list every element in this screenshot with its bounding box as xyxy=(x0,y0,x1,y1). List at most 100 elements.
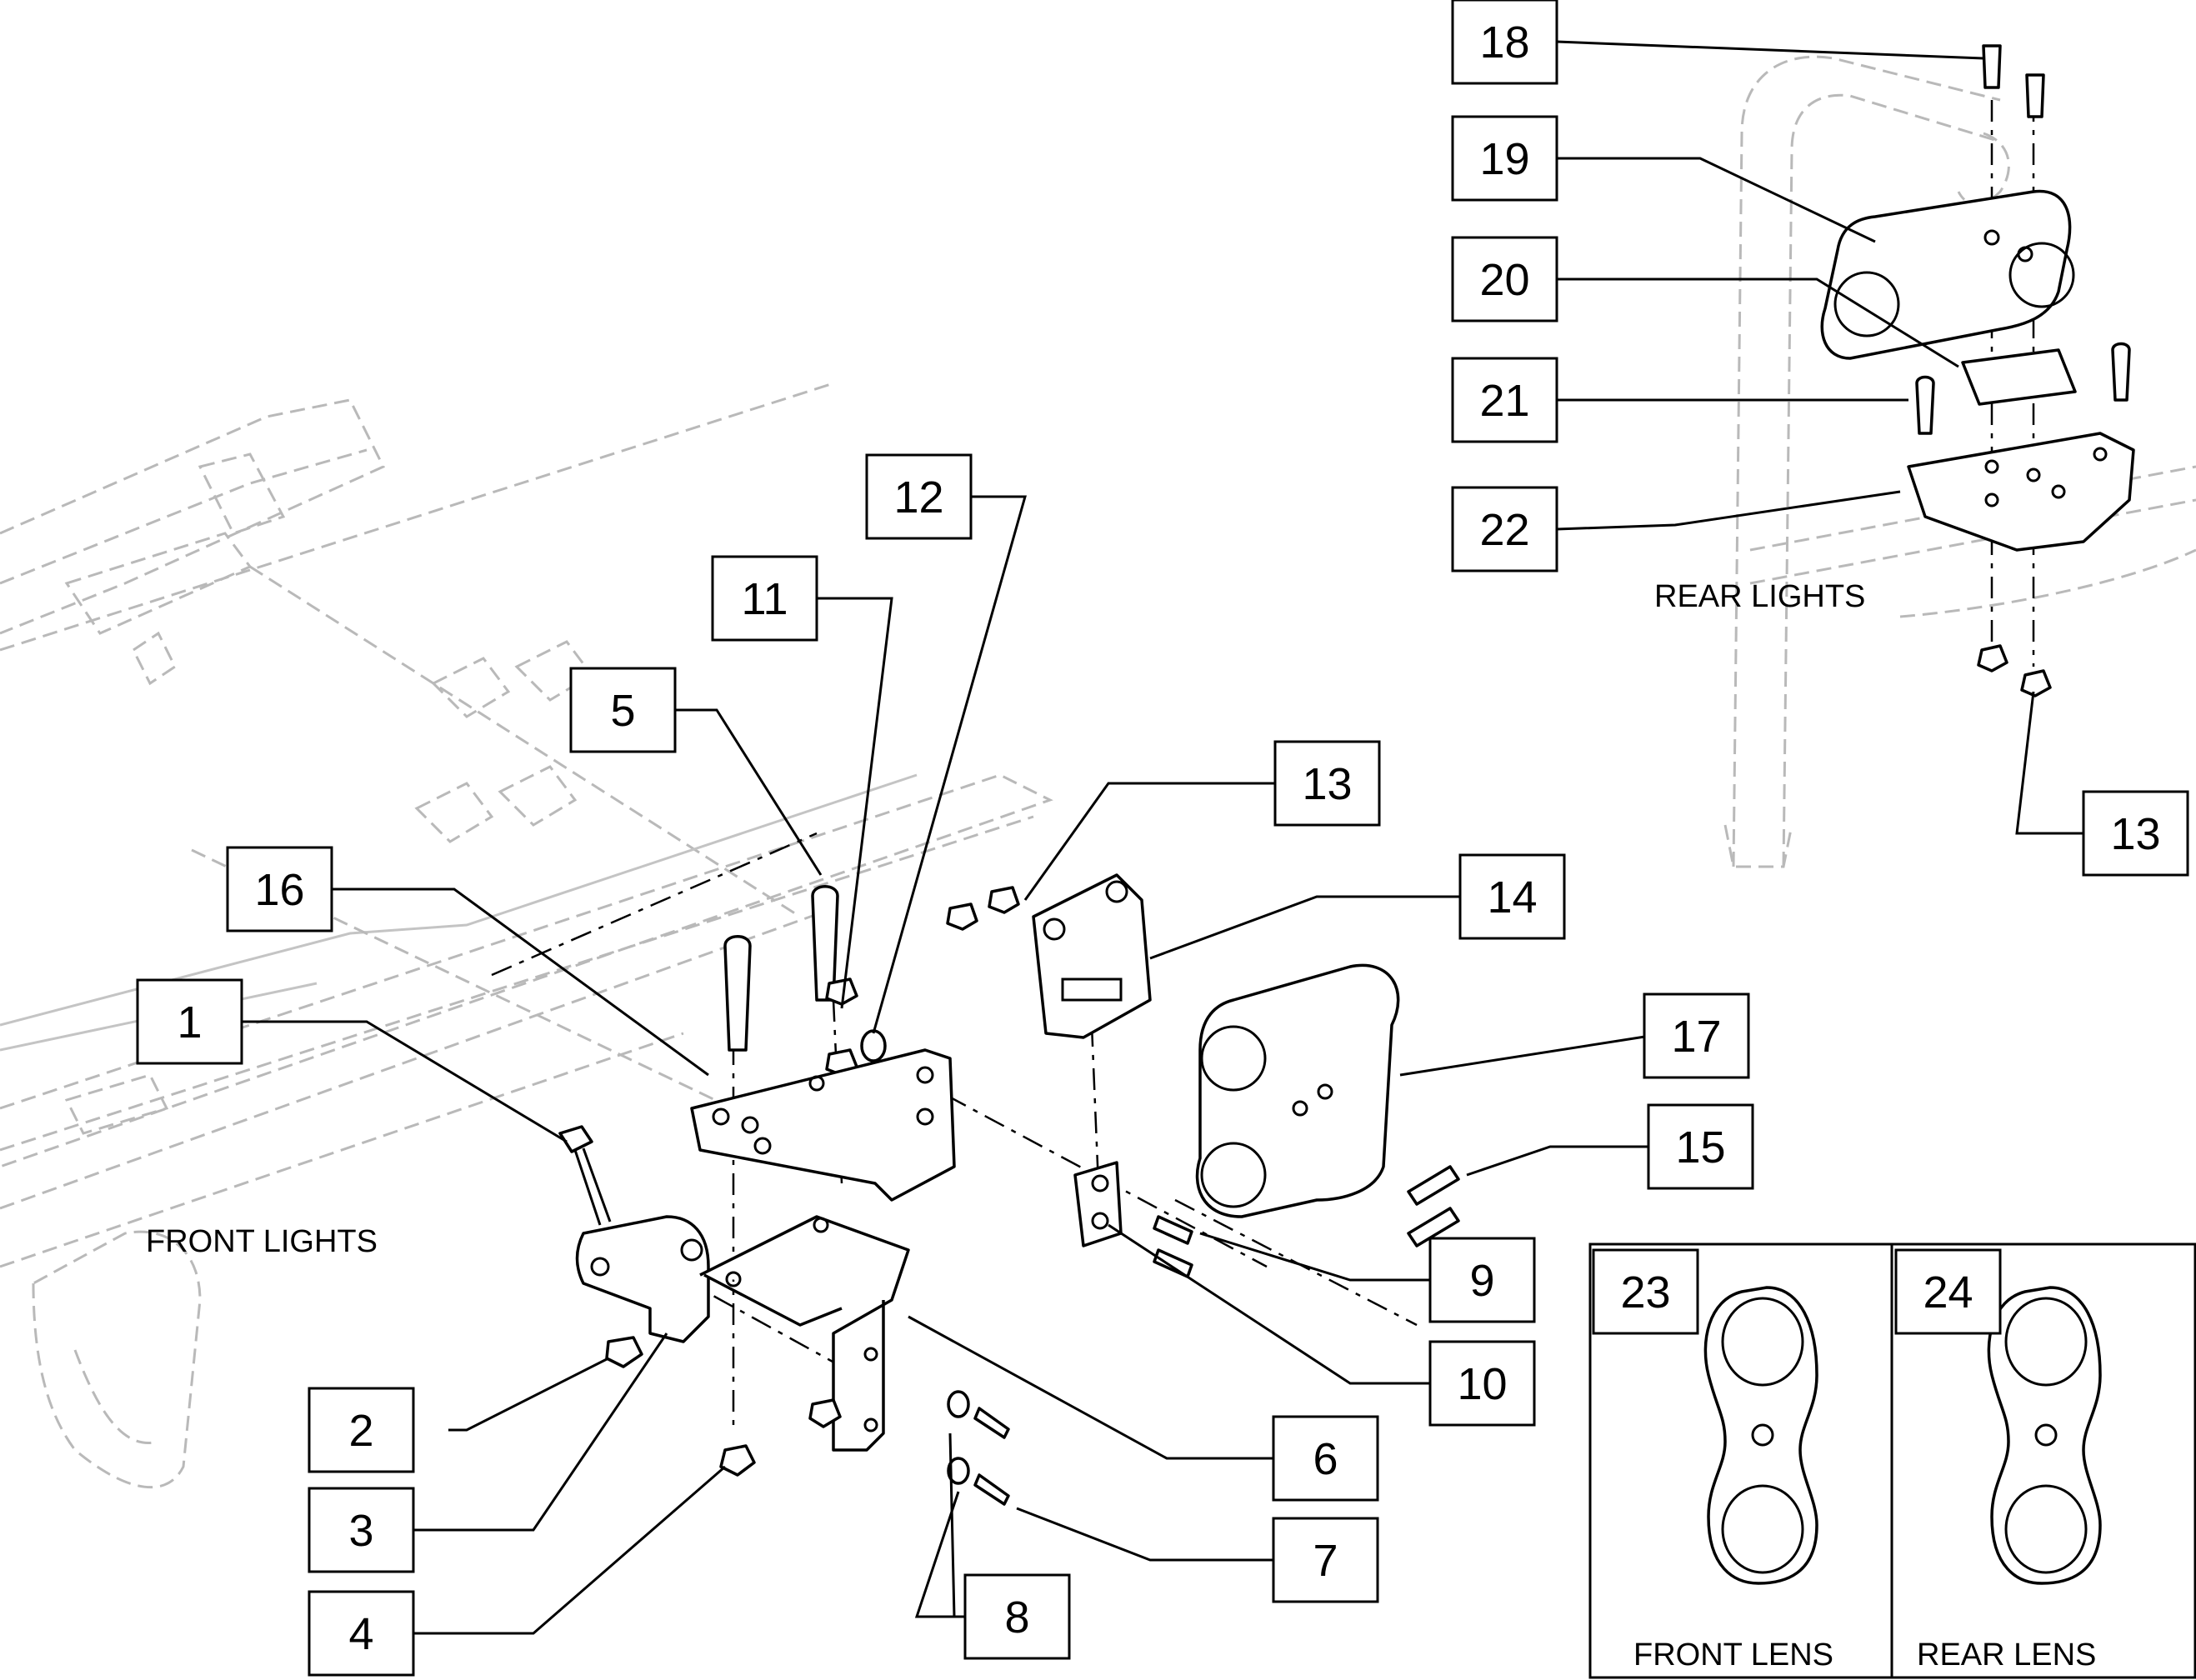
nuts-part-13-rear xyxy=(1977,644,2052,698)
bracket-part-10 xyxy=(1073,1161,1123,1248)
mount-plate-part-22 xyxy=(1907,432,2135,552)
callout-box xyxy=(963,1573,1071,1660)
callout-c24: 24 xyxy=(1894,1248,2002,1335)
callout-c5: 5 xyxy=(569,667,677,753)
callout-box xyxy=(1428,1340,1536,1427)
callout-number: 5 xyxy=(610,686,635,736)
callout-c8: 8 xyxy=(963,1573,1071,1660)
callout-number: 23 xyxy=(1620,1268,1670,1318)
callout-number: 16 xyxy=(254,865,304,915)
callout-number: 7 xyxy=(1313,1536,1338,1586)
callout-box xyxy=(1272,1415,1379,1502)
callout-number: 21 xyxy=(1479,376,1529,426)
screw-part-5b xyxy=(723,935,752,1052)
callout-box xyxy=(865,453,973,540)
callout-box xyxy=(226,846,333,932)
plate-part-16 xyxy=(690,1048,956,1202)
callout-c17: 17 xyxy=(1643,992,1750,1079)
callout-c12: 12 xyxy=(865,453,973,540)
callout-number: 8 xyxy=(1004,1592,1029,1642)
screws-part-15 xyxy=(1407,1165,1460,1248)
callout-box xyxy=(1273,740,1381,827)
callout-c15: 15 xyxy=(1647,1103,1754,1190)
bracket-part-3 xyxy=(575,1215,710,1343)
callout-c21: 21 xyxy=(1451,357,1558,443)
light-housing-part-19 xyxy=(1820,189,2075,360)
nuts-part-11 xyxy=(825,978,858,1077)
callout-c20: 20 xyxy=(1451,236,1558,322)
nut-part-4 xyxy=(719,1444,756,1477)
callout-box xyxy=(1272,1517,1379,1603)
callout-box xyxy=(711,555,818,642)
callout-c10: 10 xyxy=(1428,1340,1536,1427)
front-lens-label: FRONT LENS xyxy=(1633,1638,1833,1672)
callout-box xyxy=(308,1387,415,1473)
callout-number: 13 xyxy=(2110,809,2160,859)
callout-c2: 2 xyxy=(308,1387,415,1473)
callout-box xyxy=(1647,1103,1754,1190)
leader-lines xyxy=(242,40,2083,1635)
callout-number: 9 xyxy=(1469,1256,1494,1306)
callout-number: 22 xyxy=(1479,505,1529,555)
callout-c3: 3 xyxy=(308,1487,415,1573)
callout-c19: 19 xyxy=(1451,115,1558,202)
callout-number: 6 xyxy=(1313,1434,1338,1484)
callout-number: 20 xyxy=(1479,255,1529,305)
callout-box xyxy=(1451,0,1558,85)
callout-c23: 23 xyxy=(1592,1248,1699,1335)
rear-lens-label: REAR LENS xyxy=(1917,1638,2096,1672)
fasteners-part-7-8 xyxy=(808,1390,1010,1506)
lens-panel: FRONT LENS REAR LENS xyxy=(1588,1242,2196,1679)
callout-c1: 1 xyxy=(136,978,243,1065)
callout-number: 17 xyxy=(1671,1012,1721,1062)
nut-part-2 xyxy=(605,1336,643,1368)
callout-c18: 18 xyxy=(1451,0,1558,85)
callout-box xyxy=(308,1590,415,1677)
callout-box xyxy=(1428,1237,1536,1323)
callout-c13a: 13 xyxy=(1273,740,1381,827)
callout-c14: 14 xyxy=(1458,853,1566,940)
callout-number: 10 xyxy=(1457,1359,1507,1409)
rear-lens-illustration xyxy=(1987,1286,2102,1585)
callout-number: 18 xyxy=(1479,18,1529,68)
rear-lights-label: REAR LIGHTS xyxy=(1654,579,1865,614)
callout-c4: 4 xyxy=(308,1590,415,1677)
housing-bracket-part-14 xyxy=(946,873,1152,1039)
chassis-ghost-outline xyxy=(0,382,1053,1489)
front-lights-assembly xyxy=(491,100,2035,1506)
callout-box xyxy=(1451,115,1558,202)
callout-box xyxy=(1451,486,1558,572)
callout-number: 15 xyxy=(1675,1122,1725,1172)
callout-number: 2 xyxy=(348,1406,373,1456)
callout-number: 19 xyxy=(1479,134,1529,184)
front-lens-illustration xyxy=(1703,1286,1818,1585)
callout-number: 24 xyxy=(1923,1268,1973,1318)
screws-part-21 xyxy=(1915,342,2131,435)
callout-c7: 7 xyxy=(1272,1517,1379,1603)
callout-number: 4 xyxy=(348,1609,373,1659)
callout-number: 12 xyxy=(893,472,943,522)
rear-lights-assembly xyxy=(1820,44,2135,698)
bolt-part-1 xyxy=(558,1125,612,1226)
spacer-part-20 xyxy=(1961,348,2077,406)
callout-box xyxy=(2082,790,2189,877)
callout-box xyxy=(1894,1248,2002,1335)
screws-part-18 xyxy=(1982,44,2045,118)
callout-box xyxy=(1451,357,1558,443)
callout-box xyxy=(1643,992,1750,1079)
callout-box xyxy=(136,978,243,1065)
callout-box xyxy=(1451,236,1558,322)
callout-box xyxy=(1592,1248,1699,1335)
callout-c6: 6 xyxy=(1272,1415,1379,1502)
callout-number: 14 xyxy=(1487,872,1537,922)
callout-box xyxy=(308,1487,415,1573)
callout-c22: 22 xyxy=(1451,486,1558,572)
callout-c9: 9 xyxy=(1428,1237,1536,1323)
callout-c13b: 13 xyxy=(2082,790,2189,877)
callout-box xyxy=(1458,853,1566,940)
callout-box xyxy=(569,667,677,753)
bracket-part-6 xyxy=(699,1215,910,1452)
callout-c11: 11 xyxy=(711,555,818,642)
